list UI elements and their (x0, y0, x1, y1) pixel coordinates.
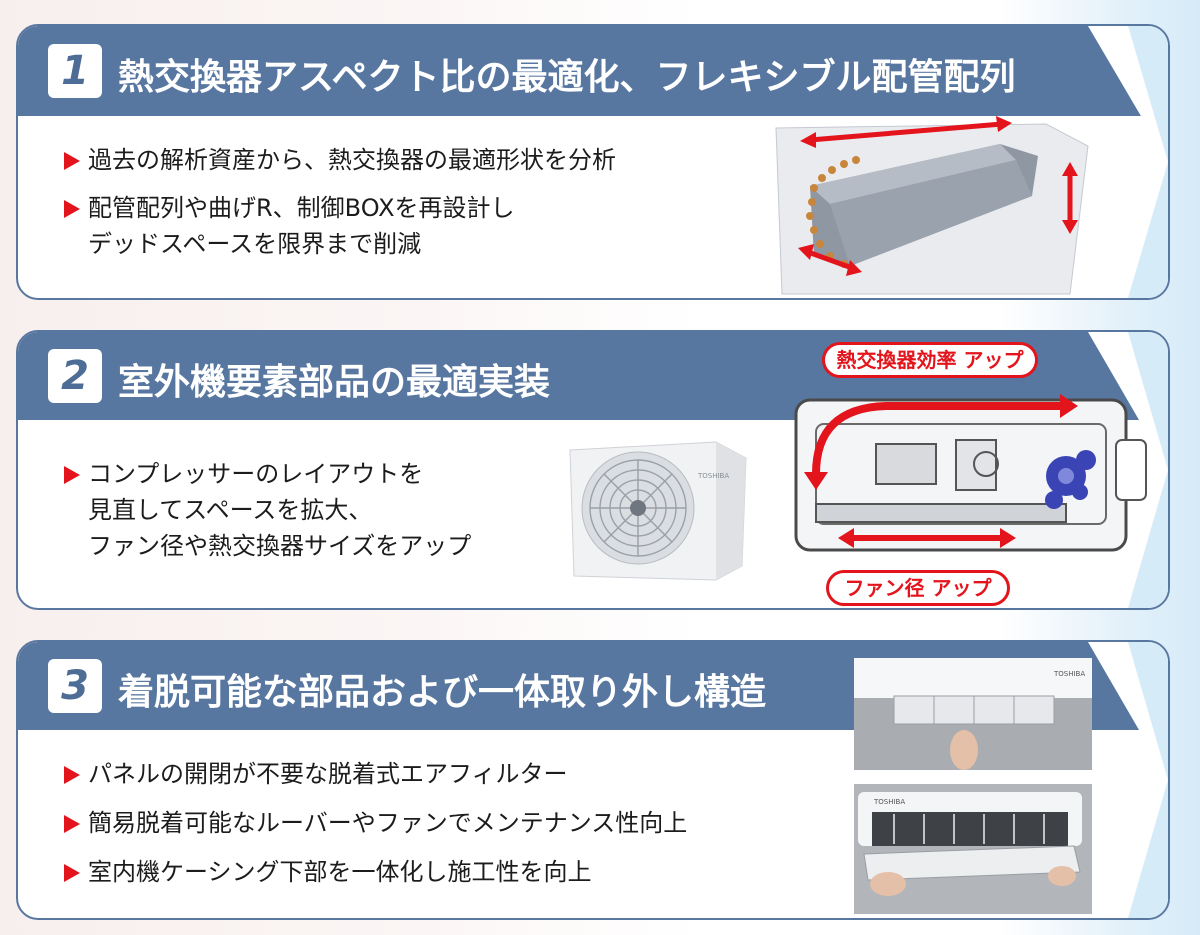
section-title: 室外機要素部品の最適実装 (118, 362, 551, 403)
section-1-header (18, 26, 1168, 116)
brand-logo: TOSHIBA (1053, 670, 1085, 678)
section-title: 着脱可能な部品および一体取り外し構造 (118, 672, 767, 713)
triangle-bullet-icon (64, 766, 80, 784)
double-arrow-icon (798, 244, 862, 276)
fan-diameter-label: ファン径 アップ (826, 570, 1010, 606)
section-number: 3 (48, 659, 102, 713)
triangle-bullet-icon (64, 815, 80, 833)
outdoor-unit-image: TOSHIBA (569, 441, 747, 581)
bullet-item: コンプレッサーのレイアウトを 見直してスペースを拡大、 ファン径や熱交換器サイズ… (64, 456, 471, 564)
double-arrow-icon (800, 116, 1012, 148)
section-3-card: 3 着脱可能な部品および一体取り外し構造 パネルの開閉が不要な脱着式エアフィルタ… (16, 640, 1170, 920)
bullet-item: パネルの開閉が不要な脱着式エアフィルター (64, 756, 568, 792)
section-number: 1 (48, 44, 102, 98)
bullet-item: 室内機ケーシング下部を一体化し施工性を向上 (64, 854, 592, 890)
cutaway-diagram-image (794, 394, 1147, 552)
section-1-card: 1 熱交換器アスペクト比の最適化、フレキシブル配管配列 過去の解析資産から、熱交… (16, 24, 1170, 300)
triangle-bullet-icon (64, 864, 80, 882)
triangle-bullet-icon (64, 466, 80, 484)
brand-logo: TOSHIBA (873, 798, 905, 806)
triangle-bullet-icon (64, 200, 80, 218)
section-2-card: 2 室外機要素部品の最適実装 コンプレッサーのレイアウトを 見直してスペースを拡… (16, 330, 1170, 610)
triangle-bullet-icon (64, 152, 80, 170)
double-arrow-icon (1062, 162, 1078, 234)
casing-photo: TOSHIBA (854, 784, 1092, 914)
section-title: 熱交換器アスペクト比の最適化、フレキシブル配管配列 (118, 57, 1016, 98)
heat-exchanger-efficiency-label: 熱交換器効率 アップ (822, 342, 1038, 378)
double-arrow-icon (838, 528, 1016, 548)
heat-exchanger-image (775, 116, 1089, 295)
brand-logo: TOSHIBA (697, 472, 729, 480)
air-filter-photo: TOSHIBA (854, 658, 1092, 770)
section-2-chevron (1088, 332, 1168, 608)
bullet-item: 過去の解析資産から、熱交換器の最適形状を分析 (64, 142, 616, 178)
bullet-item: 配管配列や曲げR、制御BOXを再設計し デッドスペースを限界まで削減 (64, 190, 515, 262)
section-number: 2 (48, 349, 102, 403)
bullet-item: 簡易脱着可能なルーバーやファンでメンテナンス性向上 (64, 805, 687, 841)
section-3-chevron (1088, 642, 1168, 918)
section-1-chevron (1088, 26, 1168, 298)
